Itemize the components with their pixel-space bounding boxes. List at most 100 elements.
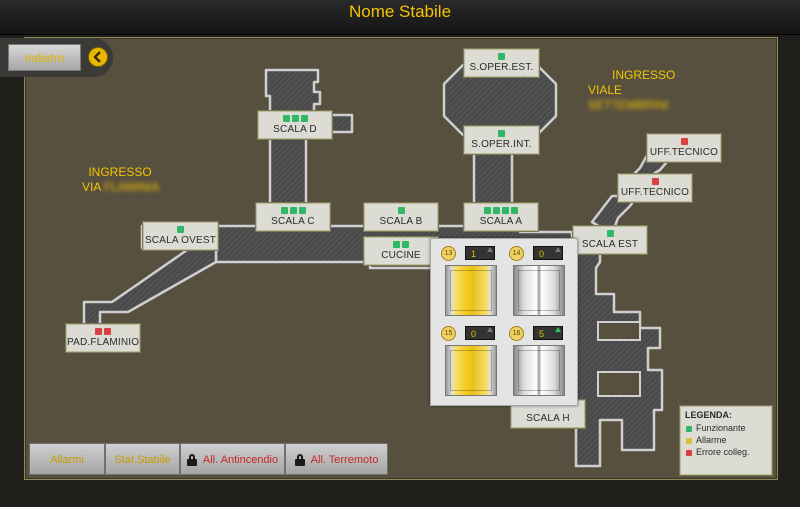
entrance-viale-line2: VIALE SETTEMBRINI: [588, 83, 669, 112]
area-uff-tecnico-2[interactable]: UFF.TECNICO: [618, 174, 692, 202]
area-s-oper-est[interactable]: S.OPER.EST.: [464, 49, 539, 77]
area-scala-est[interactable]: SCALA EST: [573, 226, 647, 254]
elevator-15[interactable]: 15 0: [439, 323, 503, 399]
status-indicators: [465, 53, 538, 61]
red-status-icon: [680, 138, 688, 145]
elevator-number: 13: [441, 246, 456, 261]
elevator-door: [445, 345, 497, 396]
status-indicators: [574, 230, 646, 238]
elevator-13[interactable]: 13 1: [439, 243, 503, 319]
green-status-icon: [393, 241, 400, 248]
area-cucine[interactable]: CUCINE: [364, 237, 438, 265]
red-status-icon: [104, 328, 111, 335]
green-status-icon: [498, 130, 505, 137]
green-status-icon: [484, 207, 491, 214]
green-status-icon: [291, 115, 299, 122]
yellow-square-icon: [686, 437, 692, 444]
direction-arrow-icon: [487, 327, 493, 332]
stat-stabile-button[interactable]: Stat.Stabile: [105, 443, 180, 475]
area-label: SCALA C: [271, 216, 315, 227]
elevator-number: 15: [441, 326, 456, 341]
legend-item: Allarme: [685, 434, 771, 446]
green-status-icon: [502, 207, 509, 214]
green-status-icon: [300, 115, 308, 122]
chevron-left-icon[interactable]: [88, 47, 108, 67]
green-status-icon: [397, 207, 405, 214]
status-indicators: [465, 207, 537, 215]
entrance-via-street: FLAMINIA: [104, 180, 160, 194]
entrance-viale-street: SETTEMBRINI: [588, 98, 669, 112]
green-status-icon: [402, 241, 409, 248]
red-square-icon: [686, 449, 692, 456]
status-indicators: [465, 130, 538, 138]
elevator-panel: 13 1 14 0 15 0 16 5: [430, 238, 578, 406]
area-label: S.OPER.INT.: [471, 139, 532, 150]
area-label: SCALA EST: [581, 239, 639, 250]
green-status-icon: [498, 53, 505, 60]
green-status-icon: [606, 230, 614, 237]
title-bar: Nome Stabile: [0, 0, 800, 35]
all-terremoto-button[interactable]: All. Terremoto: [285, 443, 388, 475]
area-label: UFF.TECNICO: [649, 147, 719, 158]
green-status-icon: [282, 115, 290, 122]
status-indicators: [259, 115, 331, 123]
entrance-viale-line1: INGRESSO: [612, 68, 676, 82]
green-square-icon: [686, 425, 692, 432]
elevator-door: [445, 265, 497, 316]
area-scala-c[interactable]: SCALA C: [256, 203, 330, 231]
red-status-icon: [95, 328, 102, 335]
area-label: SCALA A: [479, 216, 523, 227]
area-label: SCALA H: [526, 413, 570, 424]
status-indicators: [257, 207, 329, 215]
area-s-oper-int[interactable]: S.OPER.INT.: [464, 126, 539, 154]
entrance-via-line2: VIA FLAMINIA: [82, 180, 160, 194]
legend-item: Errore colleg.: [685, 446, 771, 458]
area-label: SCALA B: [379, 216, 423, 227]
page-title: Nome Stabile: [348, 2, 452, 21]
elevator-14[interactable]: 14 0: [507, 243, 571, 319]
elevator-16[interactable]: 16 5: [507, 323, 571, 399]
area-label: UFF.TECNICO: [620, 187, 690, 198]
elevator-door: [513, 265, 565, 316]
allarmi-button[interactable]: Allarmi: [29, 443, 105, 475]
area-scala-ovest[interactable]: SCALA OVEST: [143, 222, 218, 250]
area-label: S.OPER.EST.: [469, 62, 534, 73]
lock-icon: [294, 454, 305, 467]
green-status-icon: [493, 207, 500, 214]
area-pad-flaminio[interactable]: PAD.FLAMINIO: [66, 324, 140, 352]
legend: LEGENDA: Funzionante Allarme Errore coll…: [680, 406, 772, 475]
area-uff-tecnico-1[interactable]: UFF.TECNICO: [647, 134, 721, 162]
area-label: SCALA D: [273, 124, 317, 135]
entrance-via: INGRESSO VIA FLAMINIA: [70, 165, 170, 195]
status-indicators: [365, 241, 437, 249]
status-indicators: [67, 328, 139, 336]
legend-item: Funzionante: [685, 422, 771, 434]
green-status-icon: [280, 207, 288, 214]
green-status-icon: [511, 207, 518, 214]
area-label: PAD.FLAMINIO: [67, 337, 140, 348]
all-antincendio-button[interactable]: All. Antincendio: [180, 443, 285, 475]
status-indicators: [619, 178, 691, 186]
back-button[interactable]: Indietro: [8, 44, 81, 71]
area-scala-b[interactable]: SCALA B: [364, 203, 438, 231]
legend-title: LEGENDA:: [685, 410, 732, 420]
green-status-icon: [289, 207, 297, 214]
entrance-via-line1: INGRESSO: [88, 165, 152, 179]
elevator-number: 14: [509, 246, 524, 261]
bottom-toolbar: Allarmi Stat.Stabile All. Antincendio Al…: [29, 443, 389, 475]
area-label: CUCINE: [381, 250, 421, 261]
area-scala-d[interactable]: SCALA D: [258, 111, 332, 139]
area-scala-a[interactable]: SCALA A: [464, 203, 538, 231]
elevator-door: [513, 345, 565, 396]
lock-icon: [186, 454, 197, 467]
green-status-icon: [298, 207, 306, 214]
area-label: SCALA OVEST: [144, 235, 217, 246]
entrance-viale: INGRESSO VIALE SETTEMBRINI: [588, 68, 698, 113]
status-indicators: [144, 226, 217, 234]
red-status-icon: [651, 178, 659, 185]
status-indicators: [365, 207, 437, 215]
direction-arrow-icon: [555, 247, 561, 252]
direction-arrow-icon: [487, 247, 493, 252]
status-indicators: [648, 138, 720, 146]
green-status-icon: [177, 226, 184, 233]
